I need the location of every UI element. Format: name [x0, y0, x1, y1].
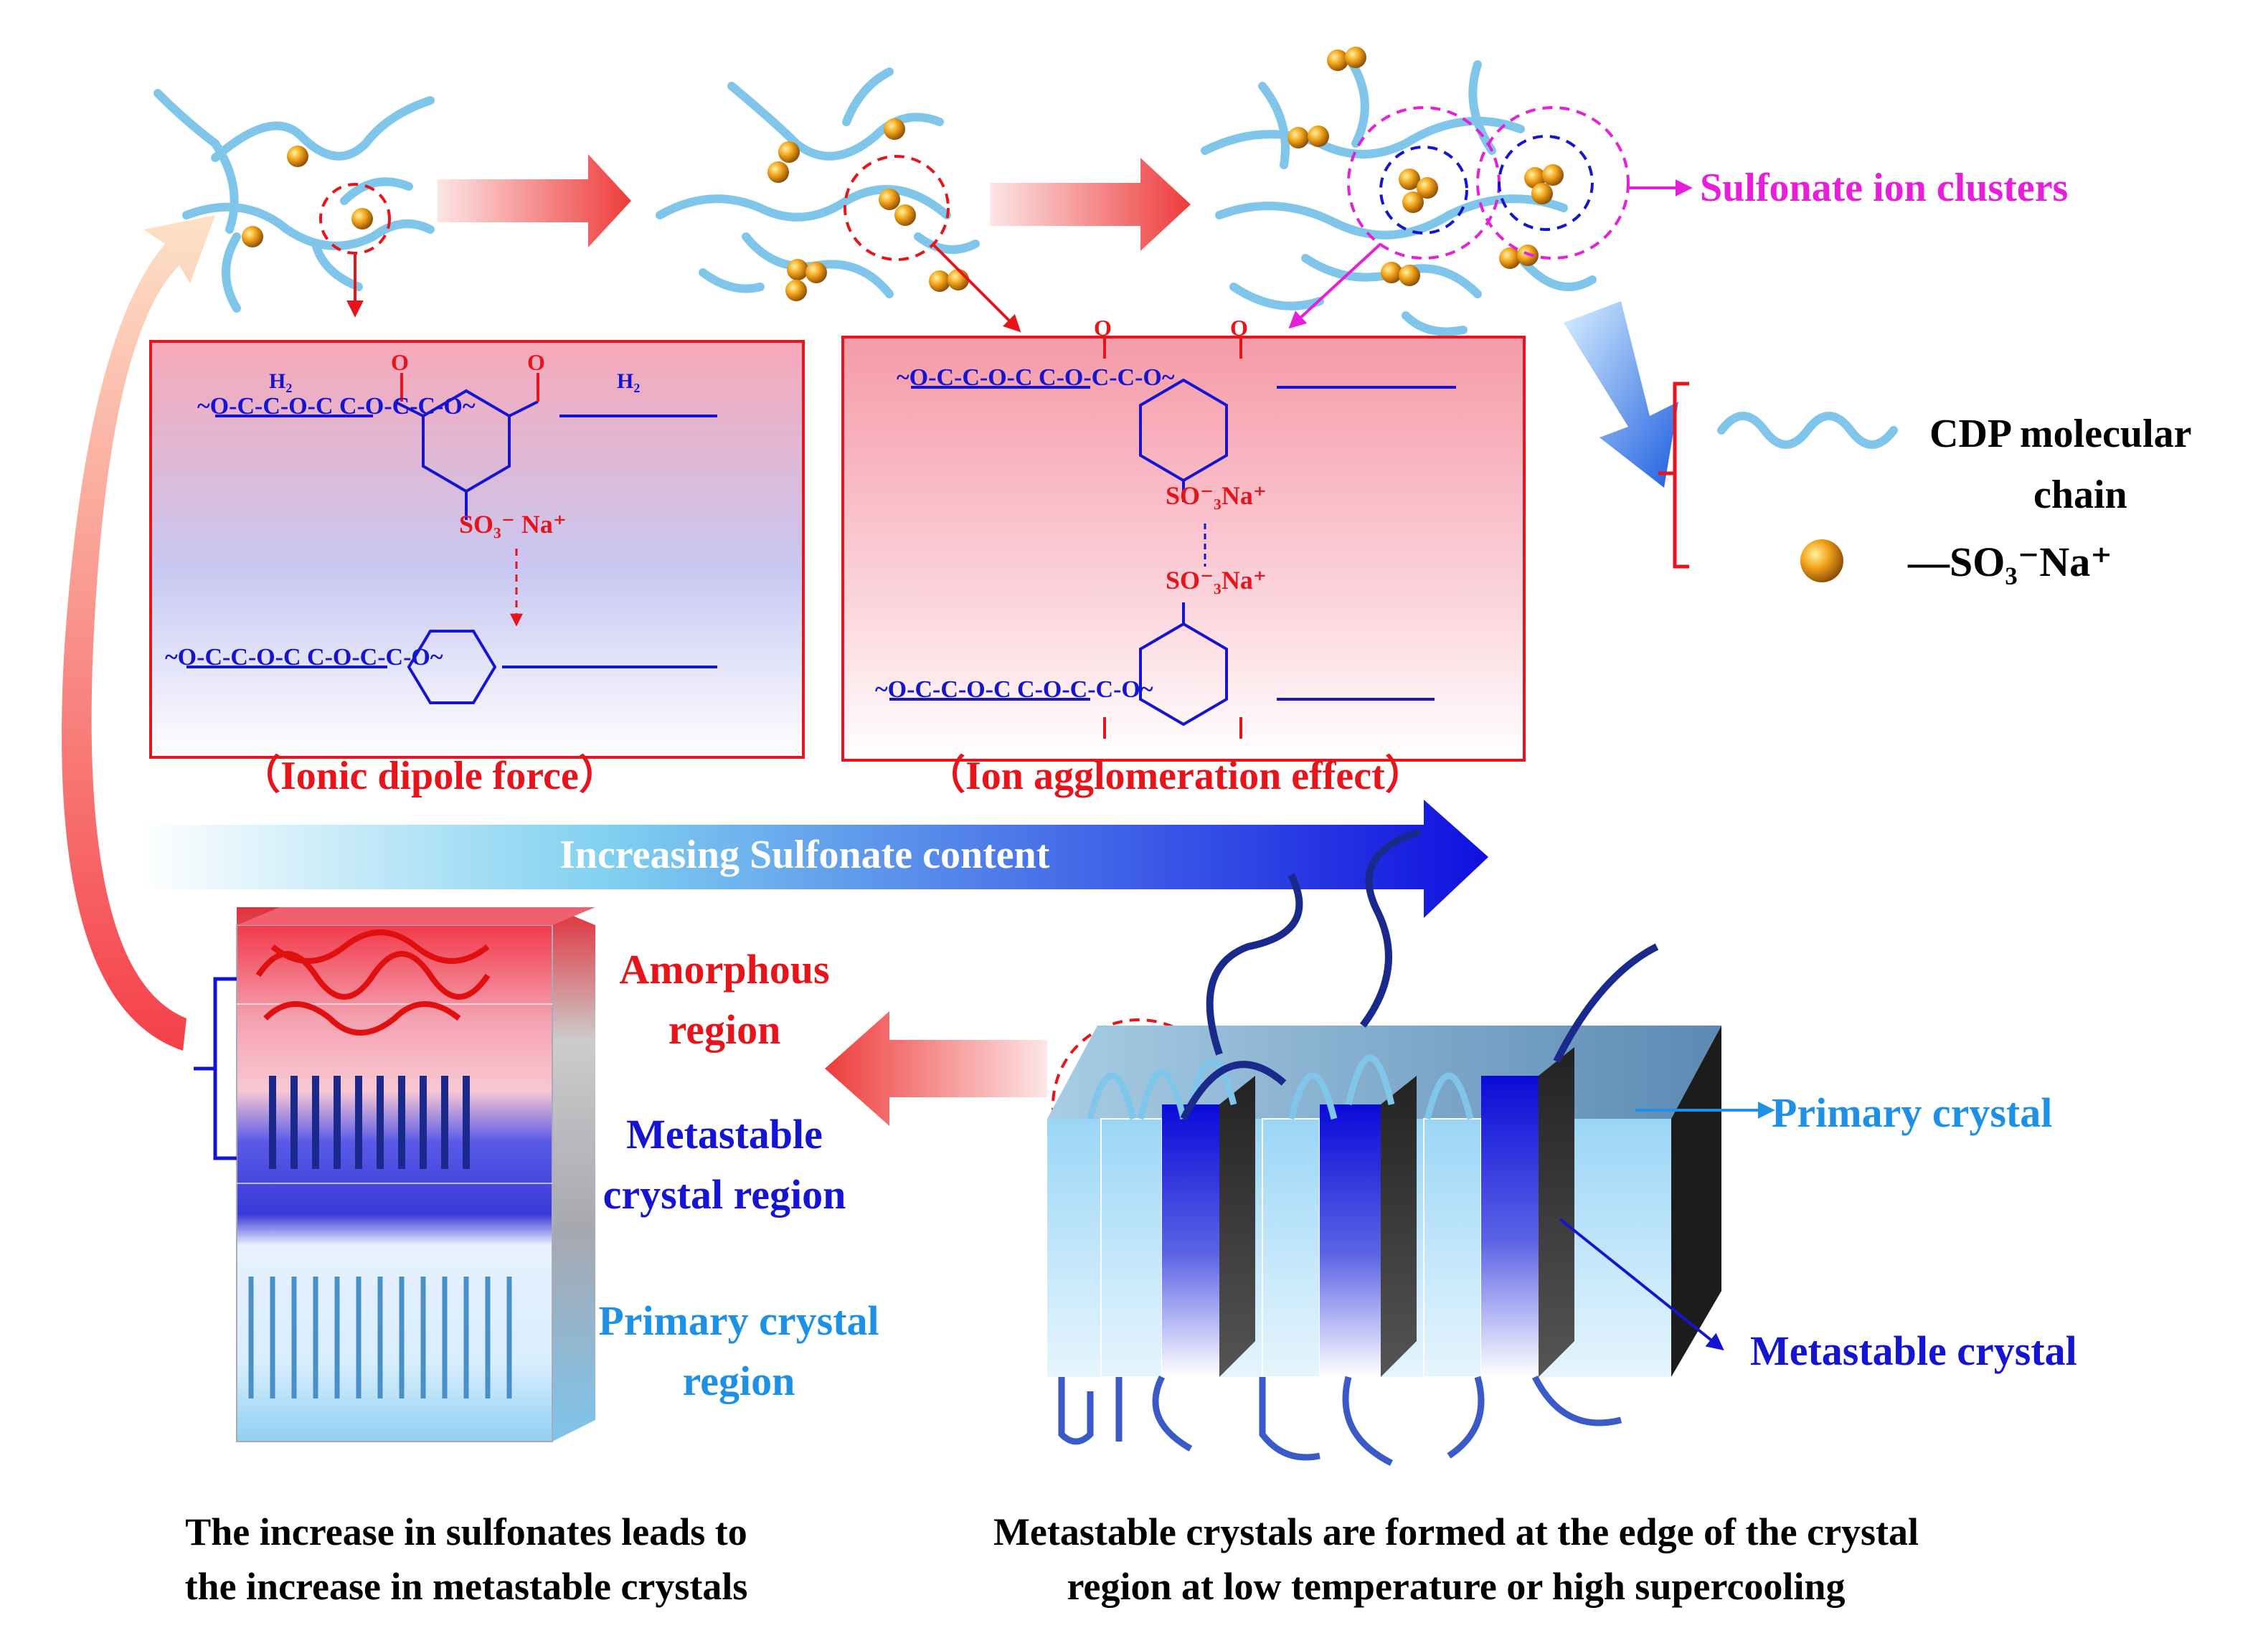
chem-right-bot: ~O-C-C-O-C C-O-C-C-O~ [875, 676, 1153, 703]
return-arrow [62, 215, 215, 1051]
legend-ion-label: —SO₃⁻Na⁺ [1908, 539, 2112, 585]
ion-legend-icon [1800, 539, 1843, 582]
legend-arrow [1564, 301, 1678, 488]
flow-arrow-back [825, 1011, 1047, 1126]
chem-structure-right [889, 337, 1456, 739]
legend [1658, 382, 1898, 582]
primary-label-2: region [682, 1358, 795, 1404]
legend-chain-label-2: chain [2033, 473, 2127, 517]
chem-box-ionic-dipole [149, 340, 805, 759]
legend-chain-label-1: CDP molecular [1929, 412, 2192, 456]
caption-left-2: the increase in metastable crystals [184, 1565, 748, 1608]
chem-right-top: ~O-C-C-O-C C-O-C-C-O~ [897, 364, 1175, 391]
chem-h2: H₂ [269, 369, 293, 393]
pointer-arrow [931, 242, 1021, 333]
primary-crystal-label: Primary crystal [1772, 1089, 2053, 1136]
pointer-arrow [1288, 242, 1382, 329]
caption-right-2: region at low temperature or high superc… [1067, 1565, 1846, 1608]
left-block [236, 907, 595, 1442]
chem-h2: H₂ [617, 369, 641, 393]
amorphous-label: Amorphous region [588, 939, 861, 1060]
chem-o: O [527, 349, 545, 375]
ionic-dipole-label: （Ionic dipole force） [240, 754, 619, 798]
metastable-label-1: Metastable [626, 1111, 823, 1158]
caption-right: Metastable crystals are formed at the ed… [911, 1505, 2001, 1614]
chem-o: O [1094, 315, 1112, 341]
amorphous-label-1: Amorphous [619, 946, 830, 993]
metastable-label-2: crystal region [603, 1171, 846, 1218]
pointer-metastable [1559, 1218, 1724, 1350]
chem-right-ion-2: SO⁻₃Na⁺ [1166, 566, 1267, 595]
chem-left-top: ~O-C-C-O-C C-O-C-C-O~ [197, 393, 476, 420]
chem-o: O [1230, 315, 1248, 341]
sulfonate-balls [242, 47, 1564, 301]
primary-region-label: Primary crystal region [567, 1291, 911, 1411]
right-block [1047, 828, 1721, 1467]
increasing-arrow [140, 800, 1488, 918]
chem-left-bot: ~O-C-C-O-C C-O-C-C-O~ [165, 644, 443, 671]
chem-left-ion: SO₃⁻ Na⁺ [459, 510, 567, 539]
chem-structure-left [186, 373, 717, 704]
sulfonate-clusters-label: Sulfonate ion clusters [1700, 166, 2069, 210]
left-bracket [194, 977, 237, 1160]
flow-arrow [438, 154, 631, 247]
primary-label-1: Primary crystal [598, 1297, 879, 1344]
amorphous-label-2: region [668, 1006, 781, 1053]
chain-legend-icon [1717, 412, 1898, 449]
ion-agglomeration-label: （Ion agglomeration effect） [925, 754, 1425, 798]
caption-left: The increase in sulfonates leads to the … [108, 1505, 825, 1614]
metastable-region-label: Metastable crystal region [567, 1104, 882, 1225]
metastable-crystal-label: Metastable crystal [1750, 1327, 2077, 1374]
chem-o: O [391, 349, 409, 375]
caption-left-1: The increase in sulfonates leads to [185, 1510, 747, 1553]
chain-cluster-2 [656, 67, 980, 298]
flow-arrow [990, 158, 1191, 251]
increasing-label: Increasing Sulfonate content [559, 833, 1050, 877]
caption-right-1: Metastable crystals are formed at the ed… [993, 1510, 1919, 1553]
chem-box-ion-agglomeration [841, 336, 1526, 762]
chain-cluster-1 [153, 89, 435, 313]
chem-right-ion-1: SO⁻₃Na⁺ [1166, 481, 1267, 510]
